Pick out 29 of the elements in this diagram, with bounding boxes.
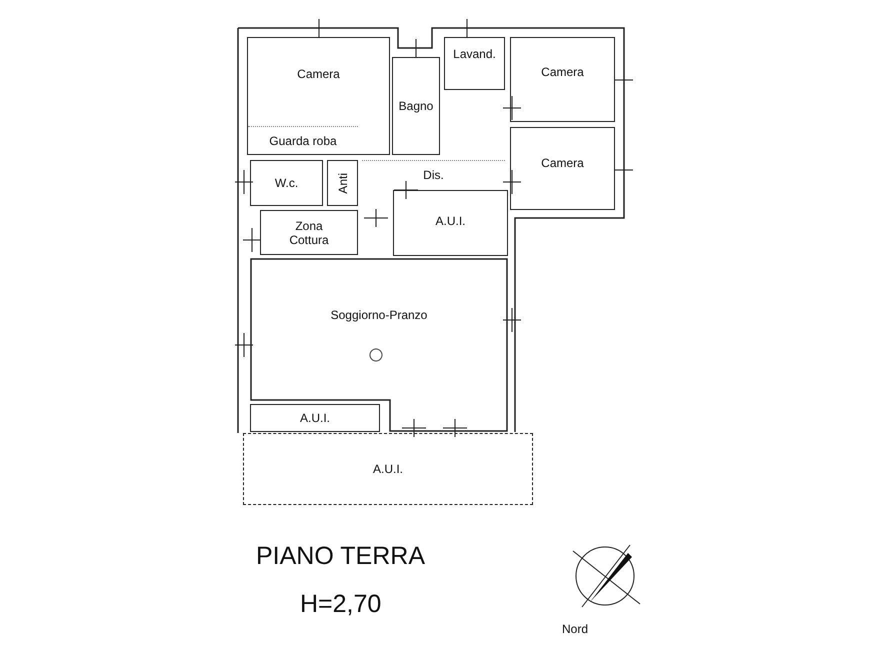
room-name: Lavand. [453,46,496,60]
room-outline [250,160,323,206]
room-name: Camera [541,156,584,170]
room-name: Zona Cottura [288,218,330,246]
room-outline [392,57,440,155]
room-outline [393,190,508,256]
room-name: Camera [541,64,584,78]
room-outline [243,433,533,505]
room-name: Camera [297,67,340,81]
room-name: Guarda roba [269,134,337,148]
room-name: Dis. [423,168,444,182]
room-name: A.U.I. [435,214,466,228]
room-outline [247,37,390,155]
room-outline [250,258,508,432]
room-name: Anti [336,172,350,194]
room-outline [510,37,615,122]
room-name: Bagno [398,99,434,113]
room-outline [444,37,505,90]
height-note: H=2,70 [300,590,382,619]
room-outline [250,404,380,432]
room-outline [510,127,615,210]
room-outline [260,210,358,255]
plan-title: PIANO TERRA [256,542,426,571]
room-outline [327,160,358,206]
room-name: Soggiorno-Pranzo [330,308,428,322]
room-name: A.U.I. [300,411,330,425]
room-name: W.c. [274,176,298,190]
compass-label: Nord [562,622,588,636]
room-name: A.U.I. [372,462,403,476]
